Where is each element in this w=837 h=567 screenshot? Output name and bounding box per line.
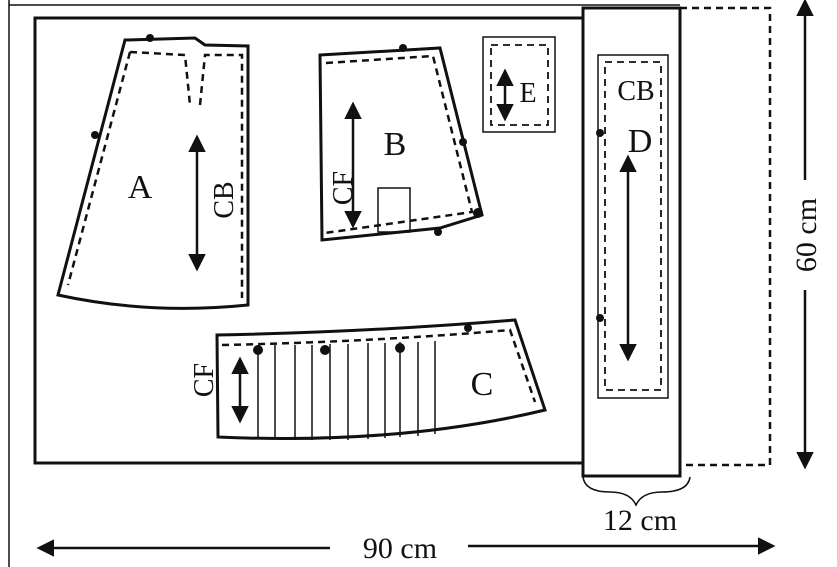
- pocket-placement: [377, 187, 411, 233]
- strip-width-label: 12 cm: [603, 504, 677, 537]
- piece-c-outline: [215, 318, 547, 440]
- width-label: 90 cm: [363, 532, 437, 565]
- piece-label: C: [471, 366, 494, 403]
- piece-label: D: [628, 123, 653, 160]
- notch-marker: [434, 228, 442, 236]
- piece-e-outline: [482, 36, 556, 133]
- center-front-label: CF: [189, 363, 220, 397]
- notch-marker: [395, 343, 405, 353]
- piece-b-outline: [318, 46, 484, 242]
- notch-marker: [91, 131, 99, 139]
- piece-c-seamline: [221, 328, 537, 403]
- strip-dimension: 12 cm: [582, 476, 691, 537]
- piece-label: A: [128, 169, 153, 206]
- fabric-extension-dashed: [680, 6, 772, 467]
- piece-a-outline: [56, 36, 250, 310]
- center-back-label: CB: [617, 76, 654, 107]
- piece-b-seamline: [324, 54, 474, 235]
- piece-e-seamline: [490, 44, 549, 126]
- notch-marker: [464, 324, 472, 332]
- piece-label: B: [384, 126, 407, 163]
- piece-e: E: [482, 36, 556, 133]
- notch-marker: [459, 138, 467, 146]
- height-dimension: 60 cm: [790, 0, 823, 470]
- pleat-lines: [257, 341, 436, 440]
- brace-icon: [582, 476, 691, 507]
- strip-piece-d-outer: [581, 6, 682, 478]
- piece-d-outline: [597, 54, 669, 399]
- piece-label: E: [519, 78, 536, 109]
- center-back-label: CB: [209, 181, 240, 218]
- notch-marker: [596, 129, 604, 137]
- notch-marker: [473, 208, 483, 218]
- height-label: 60 cm: [790, 198, 823, 272]
- piece-d: CB D: [596, 54, 669, 399]
- notch-marker: [146, 34, 154, 42]
- center-front-label: CF: [328, 171, 359, 205]
- notch-marker: [320, 345, 330, 355]
- piece-c: C CF: [189, 318, 547, 440]
- piece-a-seamline: [66, 50, 244, 298]
- notch-marker: [253, 345, 263, 355]
- piece-d-seamline: [604, 61, 662, 391]
- piece-a: A CB: [56, 34, 250, 310]
- notch-marker: [596, 314, 604, 322]
- notch-marker: [399, 44, 407, 52]
- width-dimension: 90 cm: [36, 532, 776, 565]
- piece-b: B CF: [318, 44, 484, 242]
- fabric-rectangle: [33, 16, 585, 465]
